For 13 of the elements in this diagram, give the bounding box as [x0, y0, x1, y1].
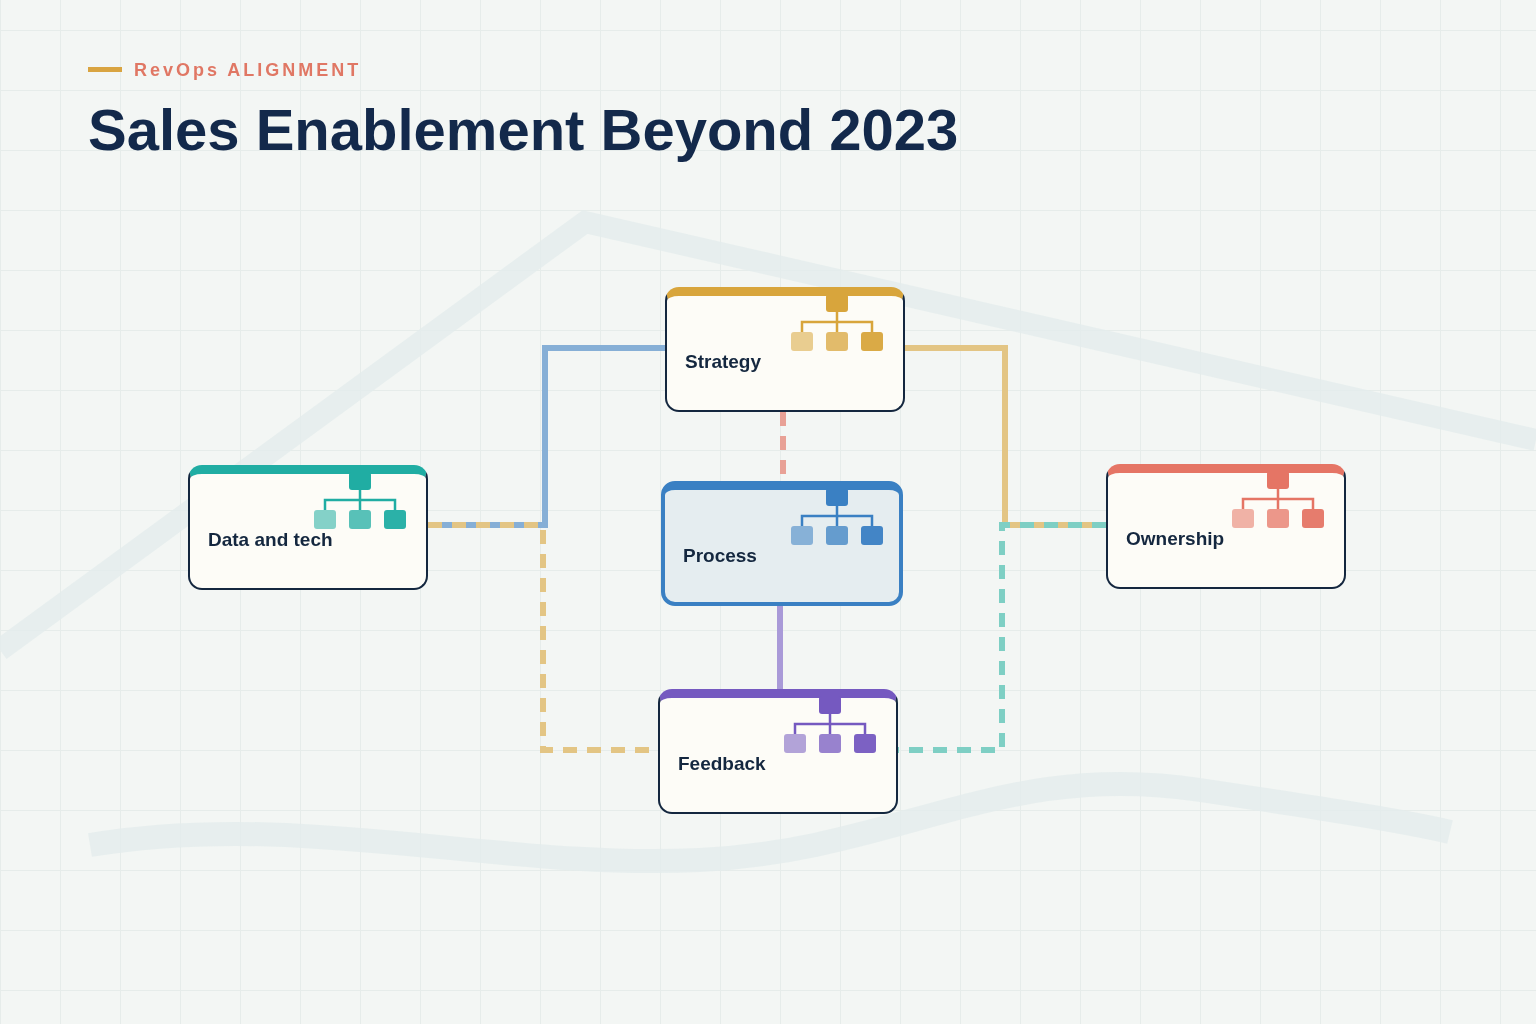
- card-label: Data and tech: [208, 529, 333, 551]
- category-card: [661, 481, 903, 606]
- category-card: [188, 465, 428, 590]
- connector-line: [777, 606, 783, 689]
- card-label: Process: [683, 545, 757, 567]
- card-label: Feedback: [678, 753, 766, 775]
- card-label: Strategy: [685, 351, 762, 373]
- category-card: [665, 287, 905, 412]
- category-card: [1106, 464, 1346, 589]
- category-card: [658, 689, 898, 814]
- card-label: Ownership: [1126, 528, 1225, 550]
- kicker-text: RevOps ALIGNMENT: [134, 60, 362, 81]
- diagram-title: Sales Enablement Beyond 2023: [88, 96, 959, 163]
